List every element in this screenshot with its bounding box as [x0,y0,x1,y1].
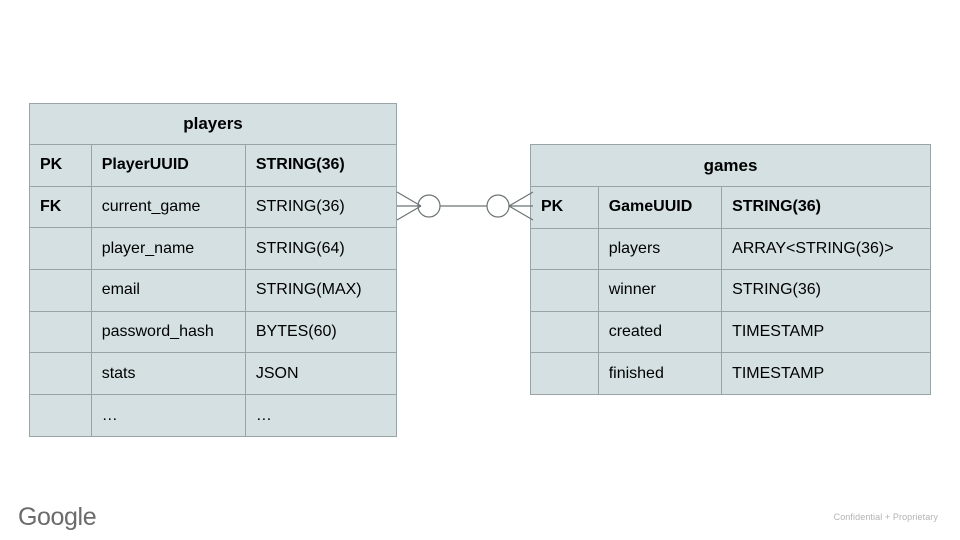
relationship-connector[interactable] [390,178,540,234]
entity-title-games: games [531,145,930,187]
google-logo: Google [18,503,97,531]
row-key-badge [531,228,599,270]
row-field-name: current_game [92,186,246,228]
entity-rows-games: PK GameUUID STRING(36) players ARRAY<STR… [531,187,930,395]
row-field-type: STRING(36) [732,281,821,299]
row-key-badge: PK [531,187,599,228]
entity-rows-players: PK PlayerUUID STRING(36) FK current_game… [30,145,396,437]
row-field-name: finished [599,353,723,395]
entity-title-players: players [30,104,396,145]
row-key-badge [30,395,92,437]
row-field-name: stats [92,353,246,395]
row-field-type: … [255,406,272,424]
row-field-name: player_name [92,228,246,270]
row-field-type: BYTES(60) [255,323,337,341]
row-field-name: email [92,270,246,311]
row-field-name: created [599,311,723,353]
confidentiality-note: Confidential + Proprietary [833,512,938,522]
table-row[interactable]: … … [30,395,396,437]
row-key-badge: FK [30,186,92,228]
row-field-name: players [599,228,723,270]
row-key-badge [30,353,92,395]
row-key-badge [30,311,92,353]
table-row[interactable]: email STRING(MAX) [30,270,396,312]
table-row[interactable]: PK GameUUID STRING(36) [531,187,930,229]
row-key-badge [30,270,92,311]
entity-table-games[interactable]: games PK GameUUID STRING(36) players ARR… [530,144,931,395]
row-field-type: STRING(MAX) [255,281,362,299]
table-row[interactable]: FK current_game STRING(36) [30,186,396,229]
row-field-type: ARRAY<STRING(36)> [732,239,894,257]
row-field-type: STRING(36) [255,198,345,216]
table-row[interactable]: created TIMESTAMP [531,311,930,354]
row-key-badge [531,270,599,311]
entity-table-players[interactable]: players PK PlayerUUID STRING(36) FK curr… [29,103,397,437]
row-field-type: TIMESTAMP [732,365,825,383]
row-key-badge [30,228,92,270]
row-field-type: JSON [255,364,299,382]
table-row[interactable]: stats JSON [30,353,396,396]
table-row[interactable]: PK PlayerUUID STRING(36) [30,145,396,187]
row-field-name: GameUUID [599,187,723,228]
row-field-name: winner [599,270,723,311]
row-key-badge [531,353,599,395]
row-field-type: STRING(36) [732,198,821,216]
row-field-type: STRING(36) [255,156,345,174]
table-row[interactable]: password_hash BYTES(60) [30,311,396,354]
row-field-name: password_hash [92,311,246,353]
row-field-name: … [92,395,246,437]
row-field-type: STRING(64) [255,239,345,257]
row-key-badge [531,311,599,353]
row-field-name: PlayerUUID [92,145,246,186]
table-row[interactable]: finished TIMESTAMP [531,353,930,395]
table-row[interactable]: winner STRING(36) [531,270,930,312]
row-key-badge: PK [30,145,92,186]
row-field-type: TIMESTAMP [732,323,825,341]
table-row[interactable]: players ARRAY<STRING(36)> [531,228,930,271]
table-row[interactable]: player_name STRING(64) [30,228,396,271]
